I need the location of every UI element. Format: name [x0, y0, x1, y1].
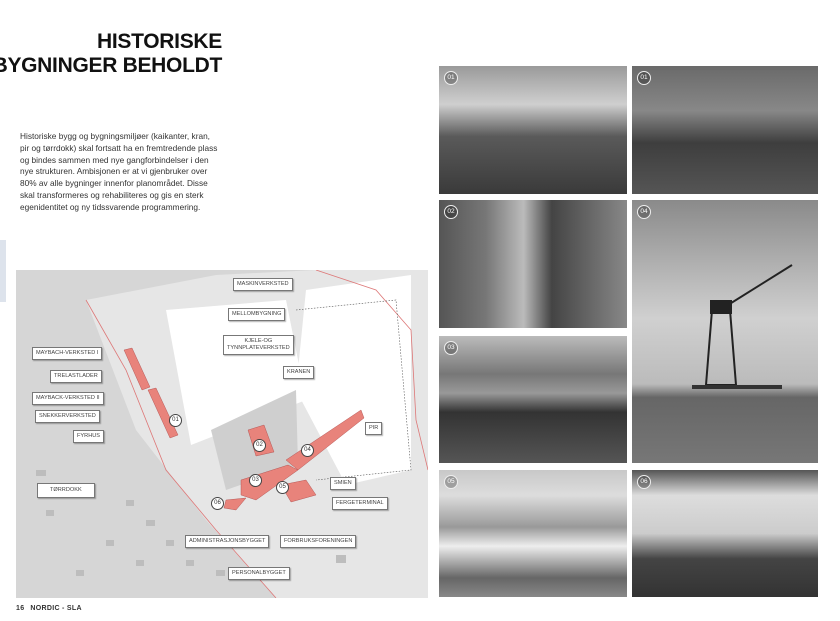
side-tab: [0, 240, 6, 302]
photo-badge: 05: [444, 475, 458, 489]
page-footer: 16 NORDIC - SLA: [16, 605, 88, 612]
title-line: BYGNINGER BEHOLDT: [0, 54, 222, 77]
photo-badge: 01: [637, 71, 651, 85]
photo-01-brick-buildings: 01: [632, 66, 818, 194]
label-forbruksforeningen: FORBRUKSFORENINGEN: [280, 535, 357, 548]
photo-03-drydock: 03: [439, 336, 627, 463]
photo-badge: 02: [444, 205, 458, 219]
footer-brand: NORDIC - SLA: [30, 605, 82, 612]
label-trelastlader: TRELASTLADER: [50, 370, 102, 383]
label-administrasjonsbygget: ADMINISTRASJONSBYGGET: [185, 535, 270, 548]
label-fyrhus: FYRHUS: [73, 430, 104, 443]
photo-badge: 01: [444, 71, 458, 85]
label-maskinverksted: MASKINVERKSTED: [233, 278, 293, 291]
label-line: KJELE-OG: [244, 338, 273, 344]
label-kranen: KRANEN: [283, 366, 315, 379]
label-torrdokk: TØRRDOKK: [37, 483, 95, 498]
photo-05-curved-building: 05: [439, 470, 627, 597]
marker-03: 03: [249, 474, 262, 487]
marker-02: 02: [253, 439, 266, 452]
label-fergeterminal: FERGETERMINAL: [332, 497, 388, 510]
marker-05: 05: [276, 481, 289, 494]
label-line: TYNNPLATEVERKSTED: [227, 345, 290, 351]
photo-badge: 06: [637, 475, 651, 489]
marker-04: 04: [301, 444, 314, 457]
photo-06-admin-building: 06: [632, 470, 818, 597]
photo-01-warehouses: 01: [439, 66, 627, 194]
label-snekkerverksted: SNEKKERVERKSTED: [35, 410, 100, 423]
label-smien: SMIEN: [330, 477, 356, 490]
crane-silhouette: [692, 264, 793, 389]
intro-paragraph: Historiske bygg og bygningsmiljøer (kaik…: [20, 131, 218, 212]
page-number: 16: [16, 605, 25, 612]
label-mellombygning: MELLOMBYGNING: [228, 308, 286, 321]
marker-06: 06: [211, 497, 224, 510]
label-mayback-verksted-2: MAYBACK-VERKSTED II: [32, 392, 104, 405]
label-maybach-verksted-1: MAYBACH-VERKSTED I: [32, 347, 103, 360]
page-title: HISTORISKE BYGNINGER BEHOLDT: [0, 30, 222, 78]
label-personalbygget: PERSONALBYGGET: [228, 567, 290, 580]
photo-04-crane: 04: [632, 200, 818, 463]
photo-badge: 03: [444, 341, 458, 355]
label-pir: PIR: [365, 422, 383, 435]
title-line: HISTORISKE: [97, 30, 222, 53]
marker-01: 01: [169, 414, 182, 427]
photo-02-alley: 02: [439, 200, 627, 328]
photo-badge: 04: [637, 205, 651, 219]
